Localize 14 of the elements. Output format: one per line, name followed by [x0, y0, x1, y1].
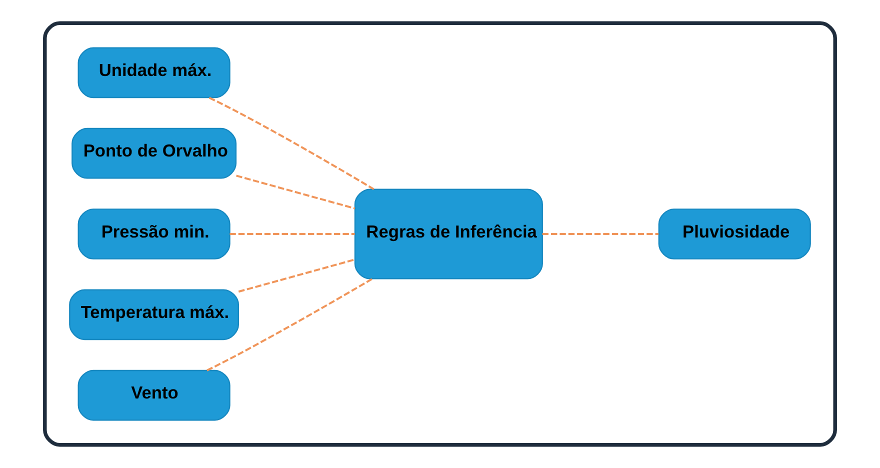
- node-box: Vento: [78, 370, 230, 421]
- node-box: Pluviosidade: [658, 208, 811, 260]
- node-box: Pressão min.: [78, 208, 230, 260]
- node-box: Temperatura máx.: [69, 289, 240, 340]
- connector: [238, 258, 356, 293]
- node-box: Unidade máx.: [78, 47, 230, 98]
- connector: [206, 278, 373, 372]
- connector: [230, 233, 355, 235]
- node-box: Regras de Inferência: [354, 188, 543, 280]
- connector: [208, 96, 374, 190]
- cluster: [43, 21, 837, 447]
- connector: [542, 233, 659, 235]
- connector: [236, 174, 356, 210]
- node-box: Ponto de Orvalho: [72, 128, 237, 179]
